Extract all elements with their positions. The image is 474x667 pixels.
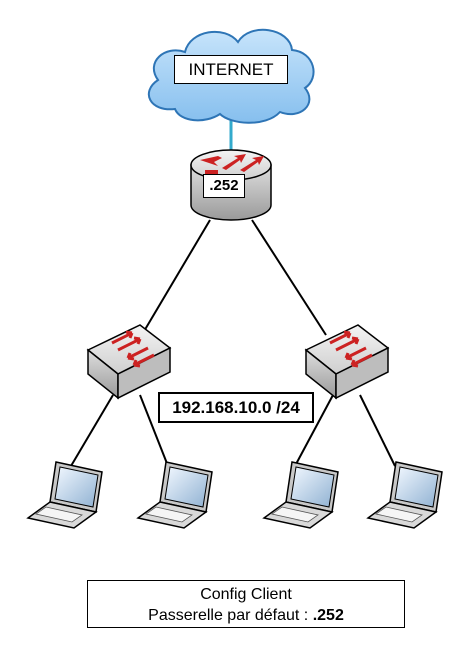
internet-label: INTERNET (174, 55, 288, 84)
right-switch-to-laptop-3-link (294, 394, 334, 467)
laptop-icon (26, 461, 103, 529)
laptop-icon (262, 461, 339, 529)
laptop-icon (366, 461, 443, 529)
router-address-label: .252 (203, 174, 245, 198)
switch-icon (304, 324, 390, 400)
client-config-box: Config Client Passerelle par défaut : .2… (87, 580, 405, 628)
gateway-value: .252 (312, 607, 344, 624)
left-switch-to-laptop-2-link (139, 394, 169, 467)
router-to-right-switch-link (251, 219, 327, 336)
gateway-line: Passerelle par défaut : .252 (88, 605, 404, 626)
right-switch-to-laptop-4-link (359, 394, 396, 467)
connections (70, 219, 396, 467)
laptop-icon (136, 461, 213, 529)
gateway-prefix: Passerelle par défaut : (148, 607, 313, 624)
switch-icon (86, 324, 172, 400)
left-switch-to-laptop-1-link (70, 394, 114, 467)
router-to-left-switch-link (139, 219, 211, 339)
subnet-label: 192.168.10.0 /24 (158, 392, 314, 423)
config-title: Config Client (200, 586, 292, 603)
